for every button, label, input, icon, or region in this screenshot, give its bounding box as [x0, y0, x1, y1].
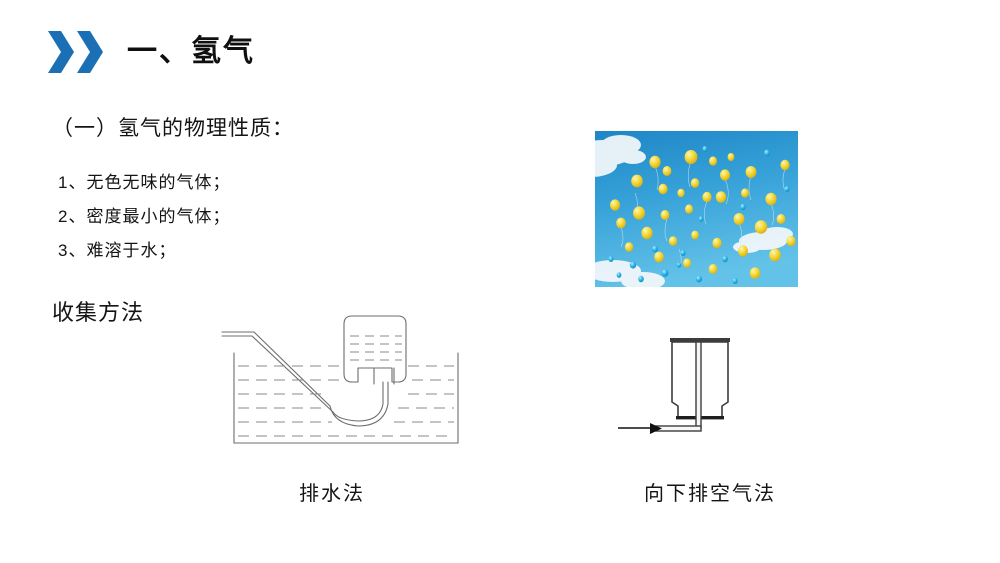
slide-title-row: 一、氢气 [48, 26, 255, 78]
page-title: 一、氢气 [127, 35, 255, 68]
double-chevron-right-icon [48, 30, 103, 74]
balloons-in-sky-photo [595, 131, 798, 287]
list-item: 3、难溶于水； [58, 241, 177, 260]
section-heading: （一）氢气的物理性质： [52, 117, 294, 140]
water-displacement-apparatus-icon [212, 312, 472, 457]
caption-water-displacement: 排水法 [299, 483, 365, 505]
caption-downward-air-displacement: 向下排空气法 [644, 483, 776, 505]
list-item: 2、密度最小的气体； [58, 207, 231, 226]
physical-properties-list: 1、无色无味的气体； 2、密度最小的气体； 3、难溶于水； [58, 166, 230, 268]
list-item: 1、无色无味的气体； [58, 173, 231, 192]
collection-method-heading: 收集方法 [52, 300, 145, 325]
downward-air-displacement-apparatus-icon [618, 330, 818, 455]
